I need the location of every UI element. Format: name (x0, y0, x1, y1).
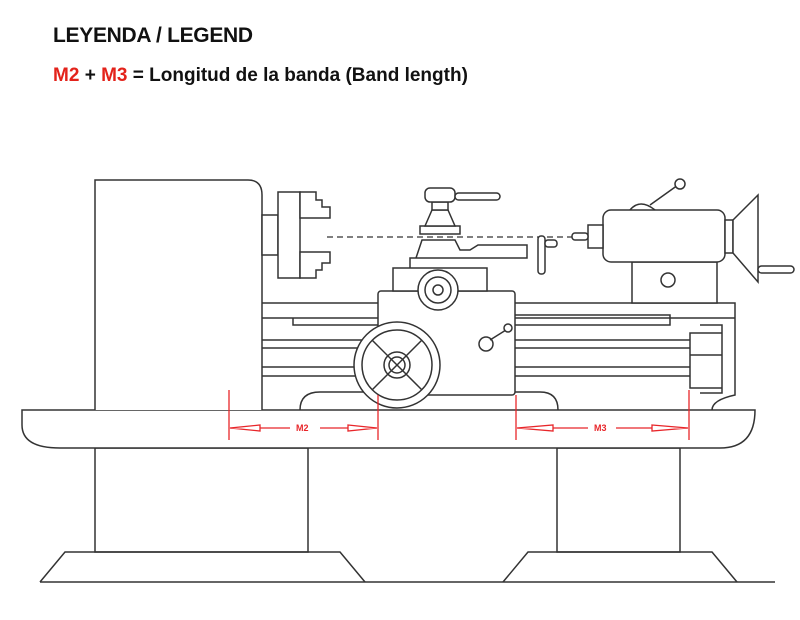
handwheel (353, 321, 441, 409)
dimension-m2: M2 (228, 390, 379, 440)
lathe-bed-tray (21, 409, 756, 449)
legend-title: LEYENDA / LEGEND (53, 24, 253, 47)
label-m3: M3 (594, 423, 607, 433)
legend-description: = Longitud de la banda (Band length) (132, 65, 468, 86)
chuck (261, 191, 331, 279)
legend-m2: M2 (53, 65, 80, 86)
headstock (94, 179, 263, 410)
tailstock (571, 178, 795, 304)
lathe-legs (39, 447, 775, 583)
legend-line: M2 + M3 = Longitud de la banda (Band len… (53, 65, 468, 87)
legend-m3: M3 (101, 65, 128, 86)
dimension-m3: M3 (515, 390, 690, 440)
label-m2: M2 (296, 423, 309, 433)
legend-plus: + (84, 65, 96, 86)
